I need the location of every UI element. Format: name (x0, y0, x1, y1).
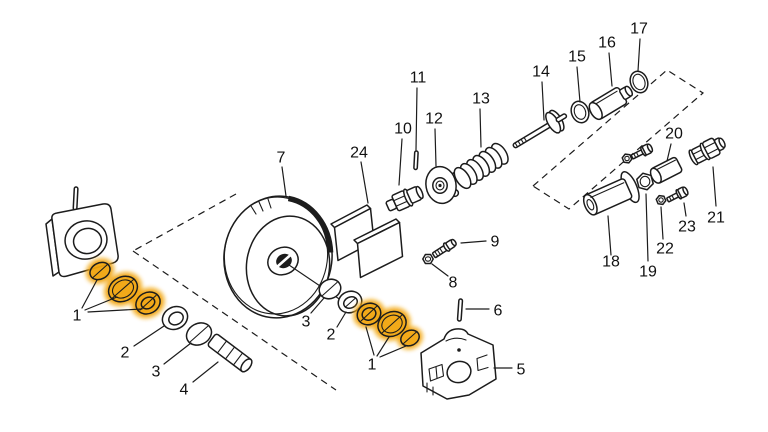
cylinder-20 (649, 156, 683, 184)
leader-lines (81, 38, 717, 383)
callout-10: 10 (394, 121, 412, 138)
left-bracket (45, 203, 119, 278)
bolt-23 (666, 186, 689, 203)
pin-6 (456, 298, 464, 322)
callout-5: 5 (517, 362, 526, 379)
upper-bolt-nut-pair (621, 143, 654, 164)
callout-11: 11 (410, 70, 427, 87)
fitting-10 (385, 185, 424, 212)
callout-16: 16 (598, 35, 616, 52)
dashed-plane-left (132, 193, 337, 391)
callout-14: 14 (532, 64, 550, 81)
callout-17: 17 (630, 21, 648, 38)
callout-23: 23 (678, 219, 696, 236)
recoil-spring-13 (453, 142, 509, 190)
seal-group-left-highlight (86, 258, 165, 319)
bolt-9 (431, 238, 457, 259)
callout-2-left: 2 (121, 345, 130, 362)
callout-2-right: 2 (327, 327, 336, 344)
shim-plates (330, 204, 404, 279)
callout-21: 21 (707, 210, 725, 227)
callout-24: 24 (350, 145, 368, 162)
callout-9: 9 (491, 234, 500, 251)
callout-3-right: 3 (302, 314, 311, 331)
o-ring-right (318, 278, 342, 300)
o-ring-17 (629, 70, 649, 94)
flange-plate-12 (425, 165, 460, 205)
seal-group-right-highlight (353, 299, 423, 350)
callout-labels: 1 2 3 4 7 24 3 2 1 5 6 8 9 10 11 12 13 1… (73, 21, 725, 399)
pin-11 (413, 150, 419, 171)
callout-22: 22 (656, 241, 674, 258)
idler-shaft (207, 333, 253, 373)
callout-6: 6 (494, 303, 503, 320)
callout-3-left: 3 (152, 364, 161, 381)
callout-7: 7 (277, 150, 286, 167)
callout-15: 15 (568, 49, 586, 66)
bracket-5 (420, 328, 497, 400)
adjuster-21 (688, 137, 726, 166)
callout-8: 8 (449, 275, 458, 292)
spring-rod-14 (512, 109, 568, 149)
callout-4: 4 (180, 382, 189, 399)
nut-8 (422, 253, 434, 265)
bushing-16 (588, 85, 634, 121)
o-ring-left (185, 322, 213, 346)
cylinder-18 (582, 170, 640, 216)
collar-left (161, 305, 189, 331)
dashed-plane-right (531, 69, 705, 210)
callout-12: 12 (425, 111, 443, 128)
washer-15 (570, 100, 590, 124)
left-bracket-pin (72, 186, 79, 211)
callout-20: 20 (665, 126, 683, 143)
nut-22 (655, 194, 667, 206)
callout-1-right: 1 (368, 357, 377, 374)
idler-wheel (222, 194, 358, 320)
callout-19: 19 (639, 264, 657, 281)
callout-1-left: 1 (73, 308, 82, 325)
callout-13: 13 (472, 91, 490, 108)
callout-18: 18 (602, 254, 620, 271)
